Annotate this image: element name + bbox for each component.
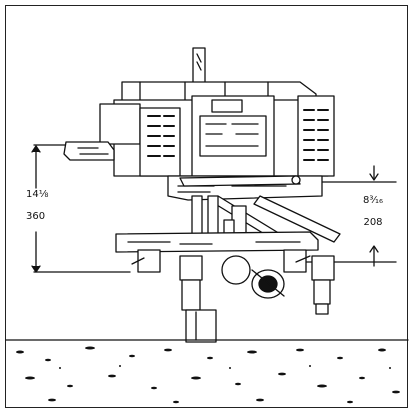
left-dimension-imperial: 14⅛	[26, 189, 49, 200]
right-dimension-imperial: 8³⁄₁₆	[362, 195, 384, 206]
right-dimension-line	[299, 165, 397, 267]
left-dimension-metric: 360	[26, 211, 46, 222]
valve-assembly	[131, 249, 335, 299]
main-housing	[99, 81, 335, 177]
lower-crossbar	[115, 231, 319, 253]
left-dimension-label: 14⅛ 360	[26, 189, 49, 230]
right-dimension-metric: 208	[363, 217, 383, 228]
right-dimension-label: 8³⁄₁₆ 208	[362, 196, 384, 236]
floor-texture	[16, 346, 400, 404]
left-dimension-line	[31, 144, 131, 273]
drain-pipes	[181, 279, 331, 343]
left-bracket	[63, 141, 115, 161]
